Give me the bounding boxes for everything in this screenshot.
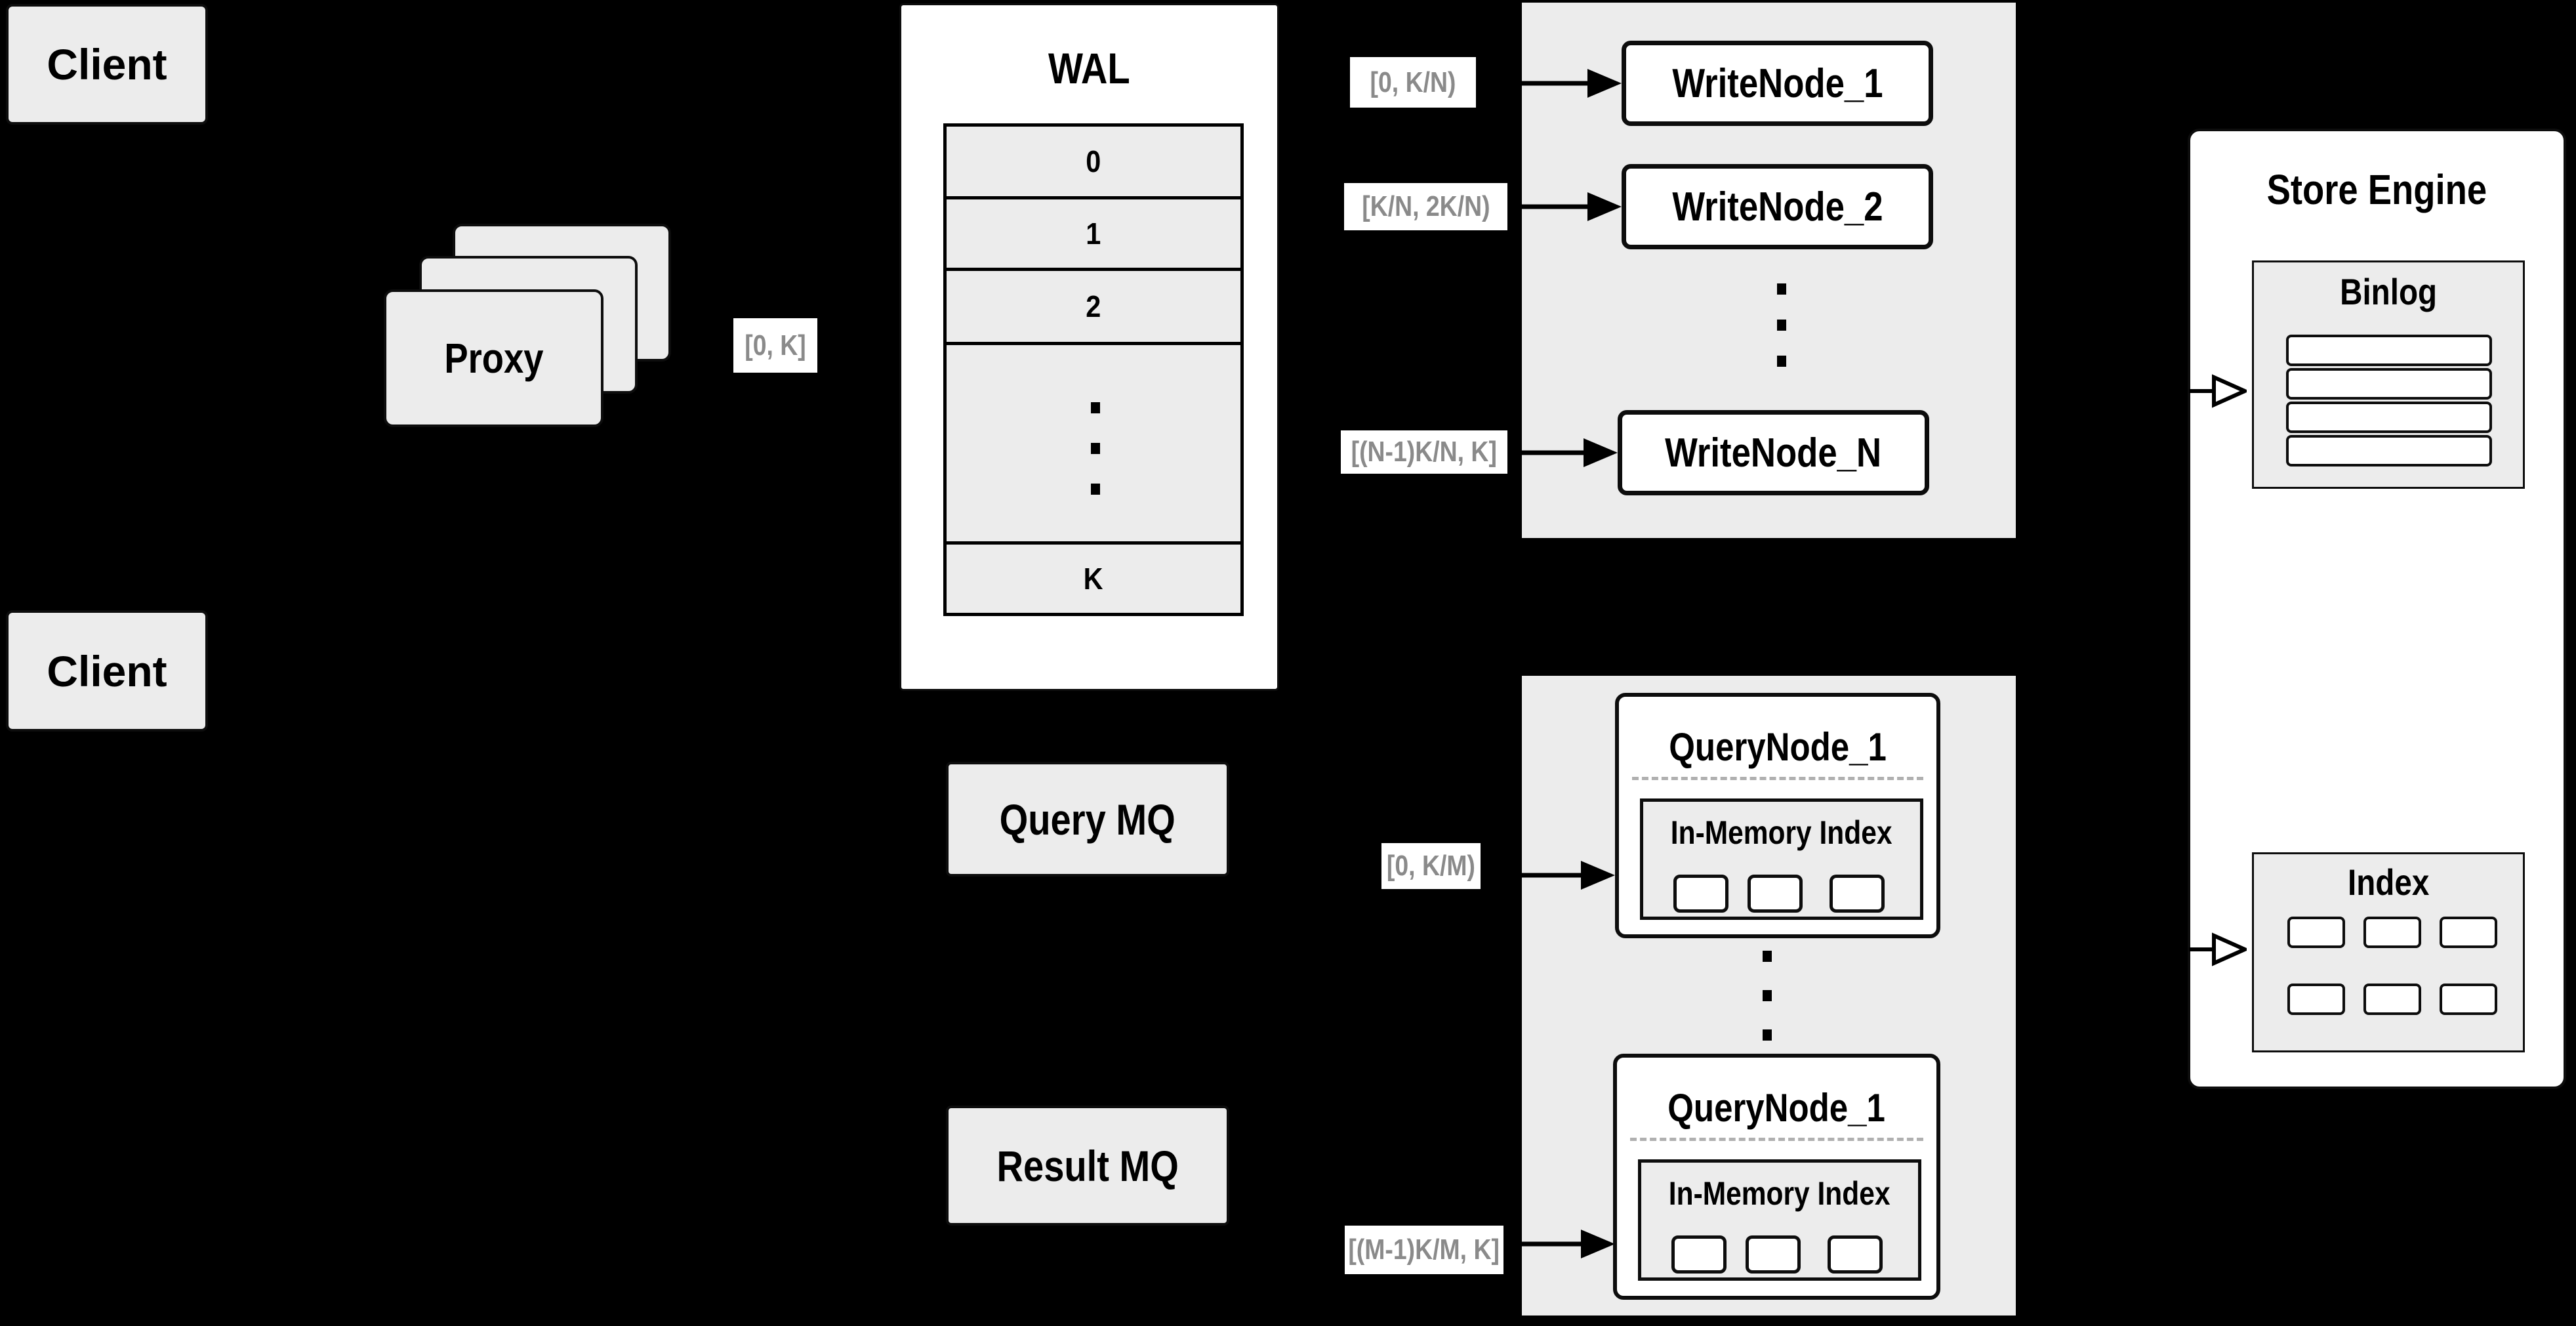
- memory-segment-cell: [1748, 875, 1803, 913]
- memory-segment-cell: [1671, 1235, 1727, 1274]
- range-chip-writenode-n: [(N-1)K/N, K]: [1341, 430, 1507, 474]
- index-cell: [2440, 917, 2497, 948]
- querynode-ellipsis-dot: [1763, 951, 1772, 962]
- client-box-top: Client: [6, 4, 208, 125]
- memory-segment-cell: [1830, 875, 1885, 913]
- memory-segment-cell: [1828, 1235, 1883, 1274]
- arrow-to-writenode-1: [1476, 69, 1622, 98]
- arrow-to-binlog: [2189, 374, 2247, 408]
- arrow-to-writenode-2: [1507, 192, 1622, 221]
- writenode-n-box: WriteNode_N: [1618, 410, 1929, 495]
- binlog-rows: [2286, 335, 2492, 468]
- querynode-2-box: QueryNode_1 In-Memory Index: [1613, 1054, 1940, 1300]
- in-memory-index-title-2: In-Memory Index: [1669, 1175, 1891, 1212]
- querynode-2-title: QueryNode_1: [1667, 1086, 1886, 1130]
- result-mq-box: Result MQ: [946, 1106, 1229, 1226]
- in-memory-index-title-1: In-Memory Index: [1671, 814, 1892, 851]
- store-engine-title: Store Engine: [2266, 166, 2487, 213]
- binlog-row: [2286, 335, 2492, 366]
- querynode-1-box: QueryNode_1 In-Memory Index: [1615, 693, 1940, 938]
- wal-row-1: 1: [943, 196, 1244, 271]
- range-chip-proxy-wal: [0, K]: [733, 318, 817, 373]
- proxy-card-front: Proxy: [384, 289, 603, 427]
- binlog-title: Binlog: [2339, 271, 2438, 312]
- writenode-2-box: WriteNode_2: [1622, 164, 1933, 249]
- range-chip-querynode-m: [(M-1)K/M, K]: [1345, 1226, 1503, 1274]
- arrow-to-writenode-n: [1507, 438, 1618, 467]
- index-cell: [2440, 984, 2497, 1015]
- querynode-2-separator: [1630, 1138, 1923, 1141]
- index-cell: [2363, 984, 2421, 1015]
- wal-ellipsis-dot: [1091, 443, 1100, 454]
- arrow-to-querynode-m: [1503, 1230, 1615, 1258]
- index-cell: [2363, 917, 2421, 948]
- index-cell: [2287, 984, 2345, 1015]
- client-top-label: Client: [47, 40, 167, 89]
- binlog-row: [2286, 435, 2492, 466]
- querynode-ellipsis-dot: [1763, 990, 1772, 1001]
- querynode-ellipsis-dot: [1763, 1029, 1772, 1041]
- wal-row-k: K: [943, 541, 1244, 616]
- writenode-ellipsis-dot: [1777, 320, 1786, 331]
- wal-title: WAL: [1048, 44, 1130, 93]
- index-box: Index: [2252, 852, 2525, 1052]
- client-bottom-label: Client: [47, 646, 167, 695]
- binlog-row: [2286, 368, 2492, 400]
- querynode-1-title: QueryNode_1: [1669, 725, 1887, 769]
- binlog-box: Binlog: [2252, 260, 2525, 489]
- wal-table: 0 1 2 K: [943, 123, 1244, 616]
- in-memory-index-box-1: In-Memory Index: [1640, 798, 1923, 920]
- arrow-to-querynode-1: [1481, 861, 1615, 890]
- proxy-label: Proxy: [443, 335, 544, 382]
- wal-row-2: 2: [943, 268, 1244, 345]
- store-engine-panel: Store Engine Binlog Index: [2188, 129, 2566, 1089]
- binlog-row: [2286, 402, 2492, 433]
- client-box-bottom: Client: [6, 610, 208, 732]
- querynode-1-separator: [1632, 777, 1923, 780]
- wal-panel: WAL 0 1 2 K: [899, 3, 1279, 691]
- wal-row-0: 0: [943, 123, 1244, 199]
- writenode-ellipsis-dot: [1777, 283, 1786, 295]
- writenode-1-box: WriteNode_1: [1622, 41, 1933, 126]
- memory-segment-cell: [1746, 1235, 1801, 1274]
- wal-row-ellipsis: [943, 342, 1244, 545]
- range-chip-writenode-2: [K/N, 2K/N): [1344, 183, 1507, 230]
- writenode-ellipsis-dot: [1777, 356, 1786, 367]
- wal-ellipsis-dot: [1091, 484, 1100, 495]
- range-chip-writenode-1: [0, K/N): [1350, 57, 1476, 108]
- index-title: Index: [2347, 861, 2430, 903]
- in-memory-index-box-2: In-Memory Index: [1638, 1159, 1921, 1281]
- wal-ellipsis-dot: [1091, 402, 1100, 413]
- arrow-to-index: [2189, 932, 2247, 966]
- memory-segment-cell: [1673, 875, 1728, 913]
- range-chip-querynode-1: [0, K/M): [1381, 843, 1481, 889]
- index-cell: [2287, 917, 2345, 948]
- query-mq-box: Query MQ: [946, 762, 1229, 877]
